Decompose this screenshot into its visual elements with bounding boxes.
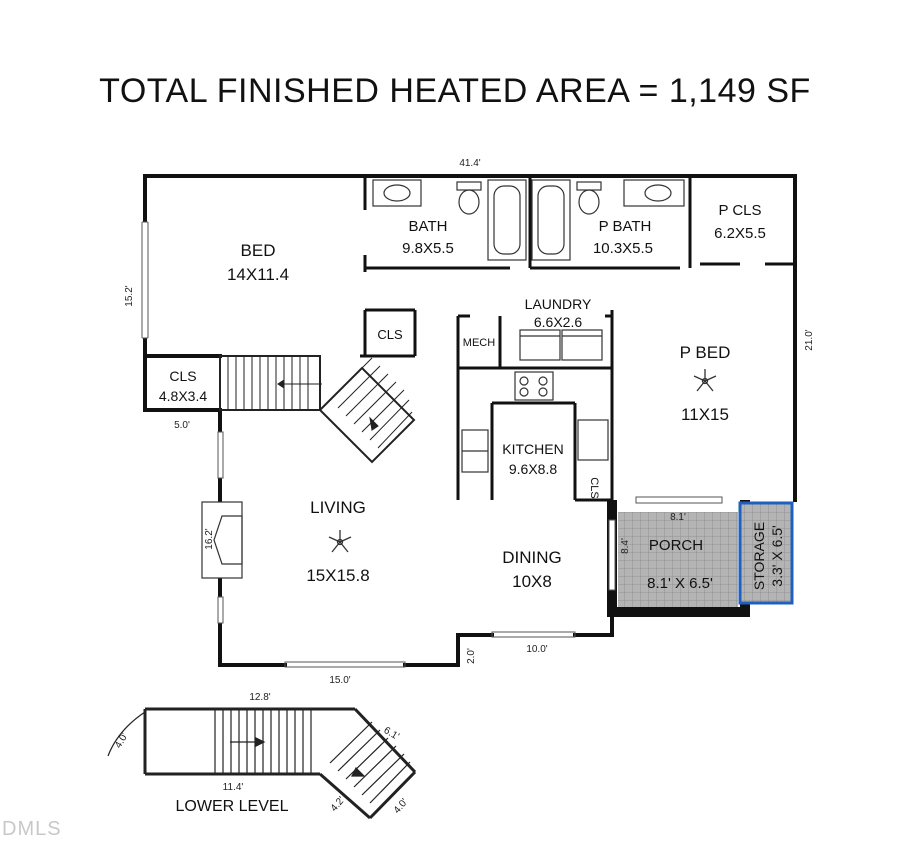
room-living-size: 15X15.8: [306, 566, 369, 585]
dim-left: 15.2': [124, 285, 135, 306]
room-storage-name: STORAGE: [751, 522, 767, 590]
dim-porch-width: 8.1': [670, 512, 686, 523]
laundry-appliances: [519, 329, 603, 361]
dim-stair-width: 5.0': [174, 420, 190, 431]
room-kitchen-name: KITCHEN: [502, 441, 563, 457]
room-dining-size: 10X8: [512, 572, 552, 591]
dim-top: 41.4': [459, 158, 480, 169]
room-mech-name: MECH: [463, 337, 495, 349]
room-cls-stair-size: 4.8X3.4: [159, 388, 207, 404]
dim-porch-depth: 8.4': [620, 538, 631, 554]
kitchen-fixtures: [461, 371, 609, 473]
living-left-windows: [217, 431, 224, 624]
room-storage-size: 3.3' X 6.5': [769, 525, 785, 586]
room-bed-name: BED: [241, 241, 276, 260]
dim-step: 2.0': [466, 648, 477, 664]
room-laundry-name: LAUNDRY: [525, 296, 592, 312]
fan-icon: [693, 369, 717, 392]
room-bath-size: 9.8X5.5: [402, 240, 454, 257]
room-porch-name: PORCH: [649, 537, 703, 554]
room-cls-name: CLS: [377, 327, 403, 342]
watermark: DMLS: [2, 818, 62, 840]
storage: [738, 501, 794, 605]
room-kitchen-size: 9.6X8.8: [509, 461, 557, 477]
floor-plan-title: TOTAL FINISHED HEATED AREA = 1,149 SF: [99, 72, 811, 110]
room-p-cls-size: 6.2X5.5: [714, 225, 766, 242]
left-window: [141, 221, 149, 339]
bottom-windows: [284, 631, 576, 668]
lower-level-stairs: [107, 707, 417, 820]
dim-lower-left: 4.0': [113, 731, 130, 750]
dim-lower-top: 12.8': [249, 692, 270, 703]
dim-fireplace: 16.2': [204, 528, 215, 549]
room-laundry-size: 6.6X2.6: [534, 314, 582, 330]
dim-dining-bottom: 10.0': [526, 644, 547, 655]
bath-fixtures: [372, 179, 685, 261]
room-p-bath-name: P BATH: [599, 218, 652, 235]
main-stairs: [219, 355, 416, 464]
room-kitchen-cls-name: CLS: [588, 477, 600, 498]
fan-icon: [328, 530, 352, 553]
room-bath-name: BATH: [409, 218, 448, 235]
room-p-cls-name: P CLS: [718, 202, 761, 219]
room-p-bed-name: P BED: [680, 343, 731, 362]
room-cls-stair-name: CLS: [169, 368, 196, 384]
room-bed-size: 14X11.4: [227, 265, 289, 284]
dim-living-bottom: 15.0': [329, 675, 350, 686]
dim-lower-bottom: 11.4': [223, 782, 244, 793]
dim-lower-b: 4.0': [392, 797, 411, 816]
room-dining-name: DINING: [502, 548, 562, 567]
fireplace: [201, 501, 243, 579]
dim-right: 21.0': [804, 329, 815, 350]
interior-walls: [360, 176, 795, 502]
room-p-bed-size: 11X15: [681, 405, 729, 424]
room-living-name: LIVING: [310, 498, 366, 517]
room-p-bath-size: 10.3X5.5: [593, 240, 653, 257]
lower-level-label: LOWER LEVEL: [176, 798, 289, 815]
exterior-walls: [143, 174, 797, 667]
room-porch-size: 8.1' X 6.5': [647, 575, 713, 592]
